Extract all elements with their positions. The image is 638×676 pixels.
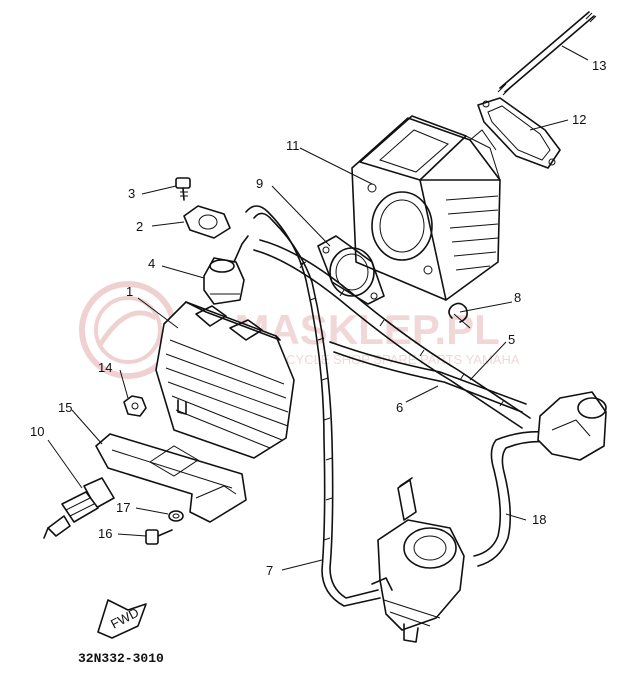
clip-8 (448, 302, 471, 329)
watermark: YAMASKLEP.PL MOTORCYCLE SHOP SPARE PARTS… (79, 281, 520, 379)
base-gasket-9 (317, 235, 385, 305)
callout-8: 8 (514, 290, 521, 305)
callout-6: 6 (396, 400, 403, 415)
watermark-tagline: MOTORCYCLE SHOP SPARE PARTS YAMAHA (238, 352, 520, 367)
leader-lines (47, 45, 589, 571)
diagram-part-number: 32N332-3010 (78, 651, 164, 666)
callout-9: 9 (256, 176, 263, 191)
carburetor (371, 477, 465, 643)
callout-11: 11 (286, 138, 300, 153)
callout-17: 17 (116, 500, 130, 515)
callout-2: 2 (136, 219, 143, 234)
gasket-12 (477, 97, 561, 169)
callout-3: 3 (128, 186, 135, 201)
washer-17 (168, 510, 184, 522)
callout-15: 15 (58, 400, 72, 415)
flange-gasket-2 (183, 205, 231, 239)
callout-4: 4 (148, 256, 155, 271)
fwd-arrow-icon: FWD (97, 599, 147, 639)
bolt-3 (175, 177, 191, 201)
callout-1: 1 (126, 284, 133, 299)
spark-plug-10 (43, 477, 115, 539)
hose-5 (329, 341, 527, 413)
callout-16: 16 (98, 526, 112, 541)
callout-5: 5 (508, 332, 515, 347)
screw-16 (145, 529, 173, 545)
callout-14: 14 (98, 360, 112, 375)
callout-labels: 13 12 11 9 3 2 4 1 8 5 6 14 15 10 17 16 … (30, 58, 606, 578)
bracket-15 (95, 433, 247, 523)
callout-13: 13 (592, 58, 606, 73)
callout-12: 12 (572, 112, 586, 127)
callout-18: 18 (532, 512, 546, 527)
cylinder-block-11 (351, 115, 501, 301)
manifold-1 (155, 301, 295, 459)
callout-10: 10 (30, 424, 44, 439)
hose-6 (253, 239, 531, 429)
fitting-4 (203, 235, 249, 305)
elbow-fitting (537, 391, 607, 461)
callout-7: 7 (266, 563, 273, 578)
hose-18 (473, 430, 549, 567)
stud-bolt-13 (497, 11, 597, 96)
hose-7 (245, 205, 381, 607)
nut-14 (123, 395, 147, 417)
